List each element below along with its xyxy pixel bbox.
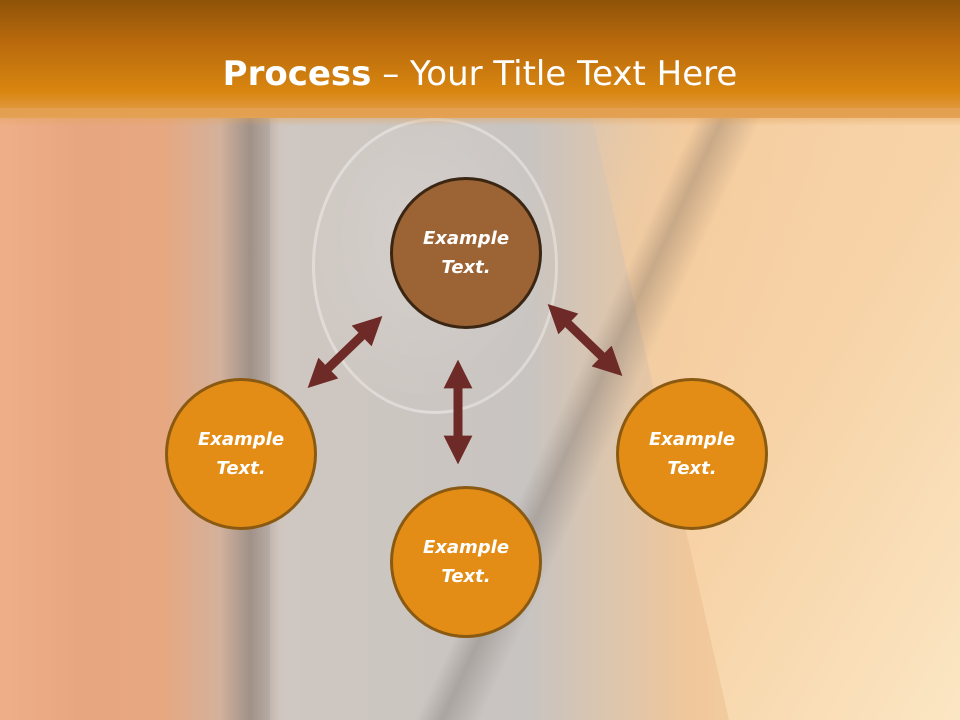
node-right-line1: Example — [648, 429, 736, 450]
node-left-line2: Text. — [216, 458, 266, 479]
title-bold: Process — [222, 54, 372, 94]
node-center-line2: Text. — [441, 257, 491, 278]
process-node-right[interactable]: Example Text. — [616, 378, 768, 530]
node-bottom-line1: Example — [422, 537, 510, 558]
arrow-center-right — [547, 304, 623, 376]
slide-title[interactable]: Process – Your Title Text Here — [0, 52, 960, 96]
node-bottom-line2: Text. — [441, 566, 491, 587]
node-center-line1: Example — [422, 228, 510, 249]
process-node-left[interactable]: Example Text. — [165, 378, 317, 530]
title-bar — [0, 0, 960, 118]
arrow-center-left — [307, 316, 383, 388]
process-node-bottom[interactable]: Example Text. — [390, 486, 542, 638]
node-right-line2: Text. — [667, 458, 717, 479]
title-bar-fade — [0, 108, 960, 126]
title-separator: – — [371, 54, 411, 94]
process-node-center[interactable]: Example Text. — [390, 177, 542, 329]
title-text: Your Title Text Here — [410, 54, 738, 94]
node-left-line1: Example — [197, 429, 285, 450]
